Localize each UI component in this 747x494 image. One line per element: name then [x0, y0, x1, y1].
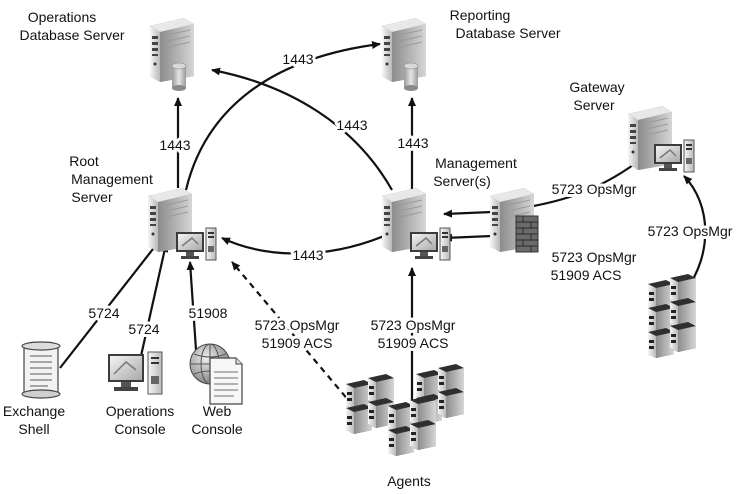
ms-label-2: Server(s) — [433, 173, 491, 189]
server-icon — [627, 105, 695, 173]
webconsole-label-2: Console — [191, 421, 243, 437]
computer-icon — [108, 351, 163, 395]
port-label: 5723 OpsMgr — [648, 223, 733, 239]
opsconsole-label-1: Operations — [106, 403, 174, 419]
exchange-label-1: Exchange — [3, 403, 65, 419]
server-rack-icon — [648, 274, 696, 358]
port-label: 1443 — [336, 117, 367, 133]
edge-ms-rms — [221, 234, 385, 255]
server-icon — [147, 187, 217, 261]
node-labels: Operations Database Server Reporting Dat… — [3, 7, 625, 489]
ms-label-1: Management — [435, 155, 517, 171]
agents-label: Agents — [387, 473, 431, 489]
port-label: 5723 OpsMgr — [552, 249, 637, 265]
database-server-icon — [149, 17, 195, 91]
edge-gw-server-ms-2 — [443, 233, 493, 242]
scroll-icon — [21, 341, 61, 399]
port-label: 51909 ACS — [262, 335, 333, 351]
database-server-icon — [381, 17, 427, 91]
port-label: 1443 — [397, 135, 428, 151]
port-label: 5724 — [88, 305, 119, 321]
port-label: 5723 OpsMgr — [371, 317, 456, 333]
firewall-server-icon — [489, 187, 539, 253]
firewall-icon — [515, 215, 539, 253]
rep-db-label-1: Reporting — [450, 7, 511, 23]
webconsole-label-1: Web — [203, 403, 232, 419]
edge-ms-opsdb — [211, 67, 393, 191]
port-label: 51909 ACS — [378, 335, 449, 351]
port-label: 1443 — [159, 137, 190, 153]
edge-web-rms — [186, 261, 198, 351]
port-label: 1443 — [282, 51, 313, 67]
port-label: 5723 OpsMgr — [552, 181, 637, 197]
rms-label-3: Server — [71, 189, 113, 205]
edge-exchange-rms — [59, 239, 161, 369]
server-icon — [381, 187, 451, 261]
edge-rms-repdb — [184, 41, 381, 191]
rms-label-1: Root — [69, 153, 99, 169]
ops-db-label-2: Database Server — [19, 27, 124, 43]
port-label: 1443 — [292, 247, 323, 263]
connection-lines — [59, 41, 707, 415]
opsconsole-label-2: Console — [114, 421, 166, 437]
port-label: 5724 — [128, 321, 159, 337]
edge-gw-server-ms-1 — [443, 209, 493, 218]
exchange-label-2: Shell — [18, 421, 49, 437]
port-labels: 1443 1443 1443 1443 1443 5723 OpsMgr 572… — [85, 48, 735, 354]
globe-document-icon — [189, 343, 243, 405]
edge-agents-rms — [231, 261, 361, 415]
port-label: 5723 OpsMgr — [255, 317, 340, 333]
ops-db-label-1: Operations — [28, 9, 96, 25]
edge-opsconsole-rms — [139, 243, 169, 357]
port-label: 51909 ACS — [551, 267, 622, 283]
server-rack-icon — [346, 364, 464, 456]
gateway-label-2: Server — [573, 97, 615, 113]
port-label: 51908 — [189, 305, 228, 321]
rep-db-label-2: Database Server — [455, 25, 560, 41]
rms-label-2: Management — [71, 171, 153, 187]
gateway-label-1: Gateway — [569, 79, 624, 95]
